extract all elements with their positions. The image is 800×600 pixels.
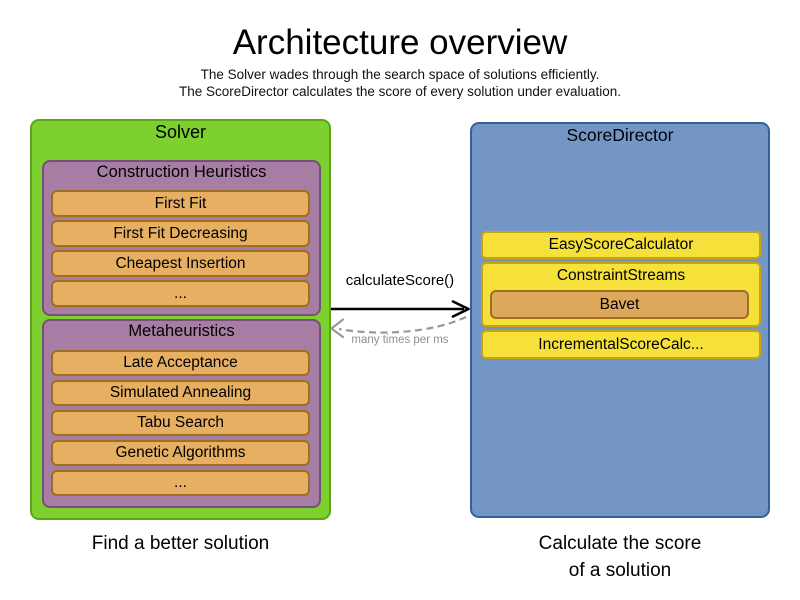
algorithm-item-late-acceptance: Late Acceptance	[51, 350, 310, 376]
score-director-caption: Calculate the score of a solution	[470, 530, 770, 584]
score-director-caption-line-2: of a solution	[568, 560, 672, 581]
construction-heuristics-label: Construction Heuristics	[96, 163, 267, 181]
algorithm-item-mh-ellipsis: ...	[51, 470, 310, 496]
bavet-box: Bavet	[490, 290, 749, 319]
incremental-score-calculator-box: IncrementalScoreCalc...	[481, 330, 761, 359]
algorithm-item-tabu-search: Tabu Search	[51, 410, 310, 436]
algorithm-item-simulated-annealing: Simulated Annealing	[51, 380, 310, 406]
algorithm-item-ch-ellipsis: ...	[51, 280, 310, 307]
easy-score-calculator-box: EasyScoreCalculator	[481, 231, 761, 259]
algorithm-item-first-fit-decreasing: First Fit Decreasing	[51, 220, 310, 247]
solver-caption: Find a better solution	[91, 533, 270, 554]
algorithm-item-first-fit: First Fit	[51, 190, 310, 217]
subtitle-line-1: The Solver wades through the search spac…	[200, 67, 600, 82]
score-director-label: ScoreDirector	[566, 125, 674, 145]
algorithm-item-cheapest-insertion: Cheapest Insertion	[51, 250, 310, 277]
score-director-caption-line-1: Calculate the score	[538, 533, 702, 554]
calculate-score-call-label: calculateScore()	[345, 272, 455, 289]
page-title: Architecture overview	[232, 23, 568, 62]
arrow-right-icon	[331, 300, 470, 318]
algorithm-item-genetic-algorithms: Genetic Algorithms	[51, 440, 310, 466]
solver-label: Solver	[154, 122, 207, 142]
constraint-streams-label: ConstraintStreams	[556, 267, 686, 284]
subtitle-line-2: The ScoreDirector calculates the score o…	[179, 84, 621, 99]
metaheuristics-label: Metaheuristics	[128, 322, 235, 340]
call-frequency-label: many times per ms	[351, 334, 449, 346]
